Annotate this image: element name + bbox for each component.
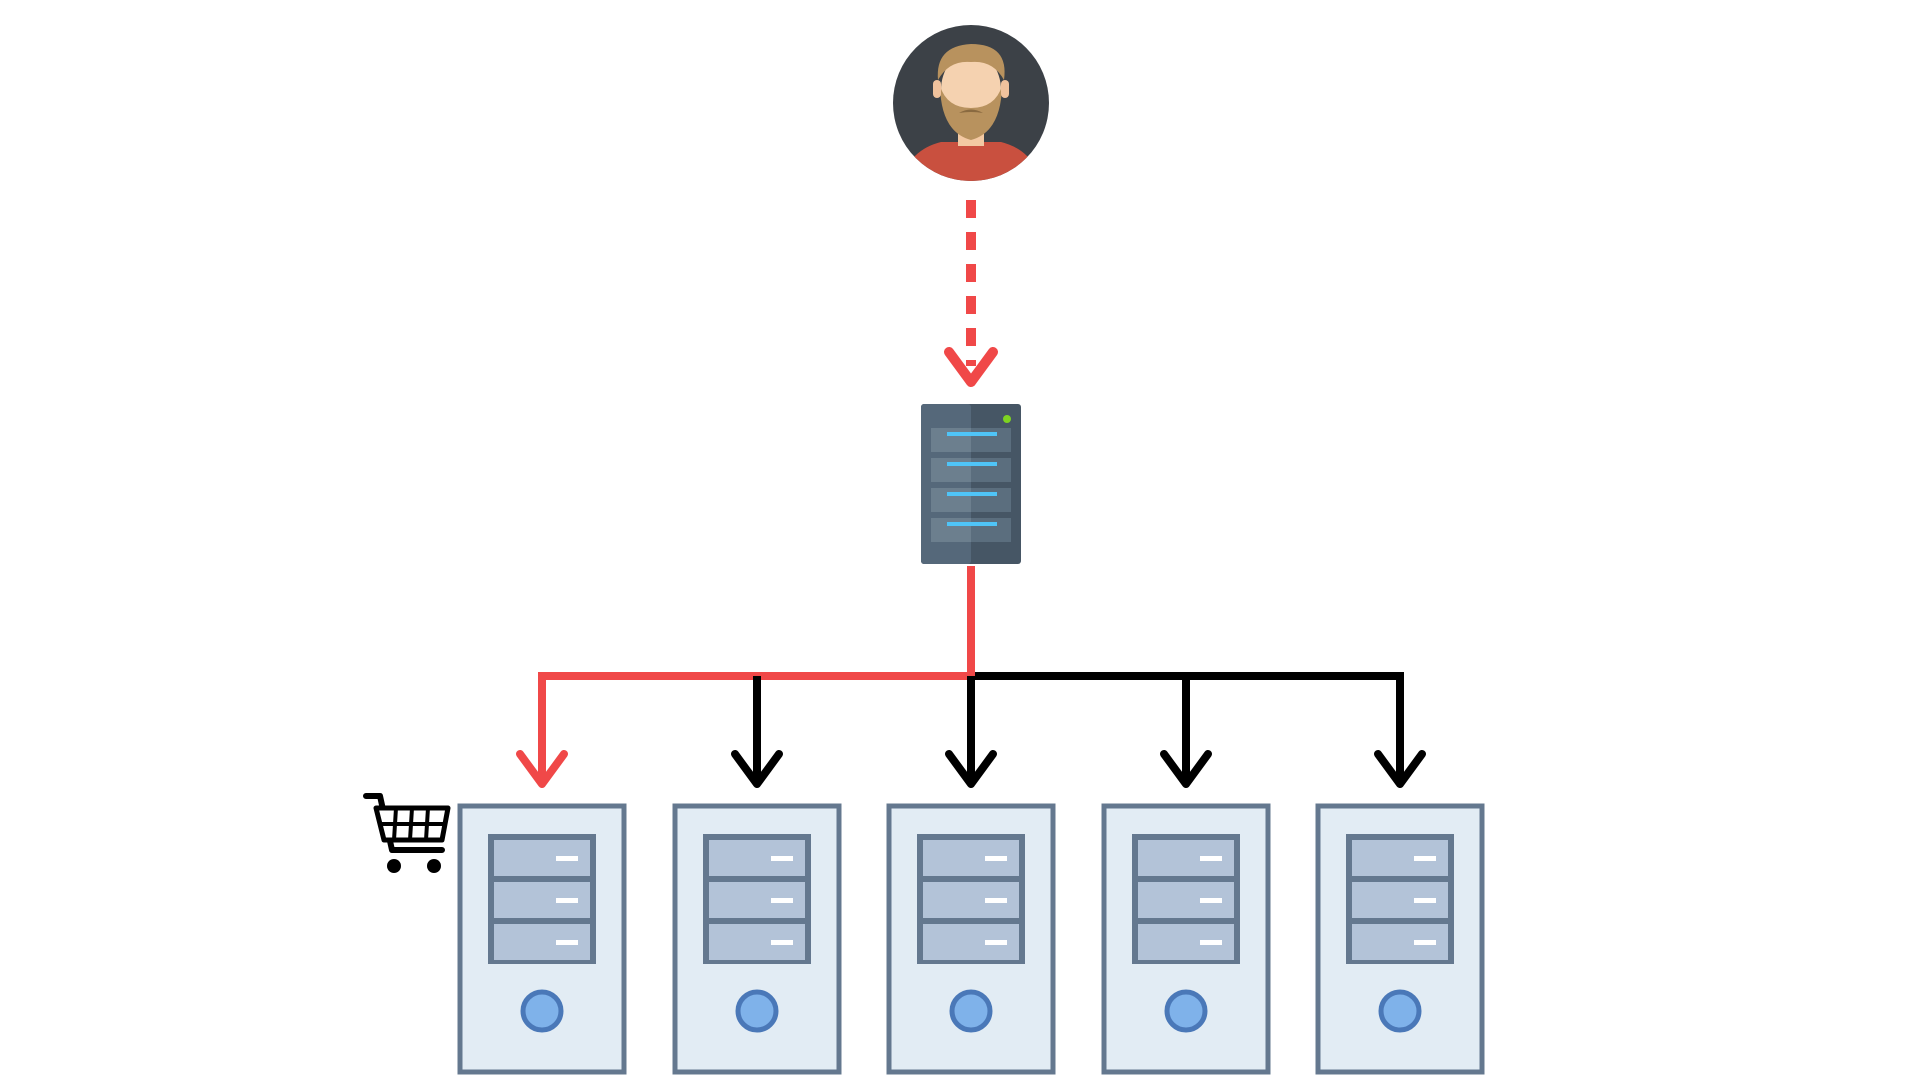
drive-bay-indicator — [771, 940, 793, 945]
branch-arrowhead — [945, 750, 997, 788]
drive-bay-indicator — [1414, 940, 1436, 945]
rack-bay-shade — [971, 488, 1011, 512]
drive-bay-indicator — [1200, 940, 1222, 945]
tower-server-icon — [672, 803, 842, 1075]
rack-bay-light — [947, 462, 997, 466]
rack-bay-shade — [971, 518, 1011, 542]
drive-bay-indicator — [556, 856, 578, 861]
branch-arrow-4 — [1160, 676, 1212, 788]
tower-server-icon — [457, 803, 627, 1075]
drive-bay-indicator — [1414, 898, 1436, 903]
branch-arrow-5 — [1374, 676, 1426, 788]
cart-grid-v — [424, 807, 430, 841]
branch-arrow-3 — [945, 676, 997, 788]
avatar-ear-left — [933, 80, 941, 98]
rack-bay-shade — [971, 458, 1011, 482]
status-led — [1003, 415, 1011, 423]
cart-grid-v — [392, 807, 398, 841]
drive-bay-indicator — [1414, 856, 1436, 861]
tower-server-icon — [1101, 803, 1271, 1075]
branch-arrowhead — [1160, 750, 1212, 788]
power-button — [520, 989, 564, 1033]
power-button — [735, 989, 779, 1033]
rack-bay-light — [947, 432, 997, 436]
branch-arrow-1 — [516, 676, 568, 788]
rack-bay-light — [947, 522, 997, 526]
tower-server-icon — [886, 803, 1056, 1075]
drive-bay-indicator — [771, 898, 793, 903]
drive-bay-indicator — [985, 856, 1007, 861]
branch-arrowhead — [516, 750, 568, 788]
drive-bay-indicator — [985, 898, 1007, 903]
branch-arrow-2 — [731, 676, 783, 788]
avatar-ear-right — [1001, 80, 1009, 98]
rack-server-icon — [921, 404, 1021, 564]
branch-arrowhead — [731, 750, 783, 788]
power-button — [1378, 989, 1422, 1033]
drive-bay-indicator — [1200, 856, 1222, 861]
avatar-beard — [940, 86, 1002, 140]
bearded-user-avatar-icon — [893, 25, 1049, 181]
cart-wheel-right — [427, 859, 441, 873]
shopping-cart-icon — [363, 793, 451, 873]
avatar-hair — [937, 44, 1005, 80]
avatar-mustache — [959, 109, 983, 113]
rack-bay-shade — [971, 428, 1011, 452]
branch-arrowhead — [1374, 750, 1426, 788]
power-button — [949, 989, 993, 1033]
drive-bay-indicator — [556, 940, 578, 945]
drive-bay-indicator — [1200, 898, 1222, 903]
avatar-shirt — [901, 142, 1041, 181]
drive-bay-indicator — [771, 856, 793, 861]
drive-bay-indicator — [556, 898, 578, 903]
request-arrowhead — [944, 347, 998, 387]
cart-wheel-left — [387, 859, 401, 873]
power-button — [1164, 989, 1208, 1033]
cart-grid-v — [408, 807, 414, 841]
drive-bay-indicator — [985, 940, 1007, 945]
tower-server-icon — [1315, 803, 1485, 1075]
rack-bay-light — [947, 492, 997, 496]
